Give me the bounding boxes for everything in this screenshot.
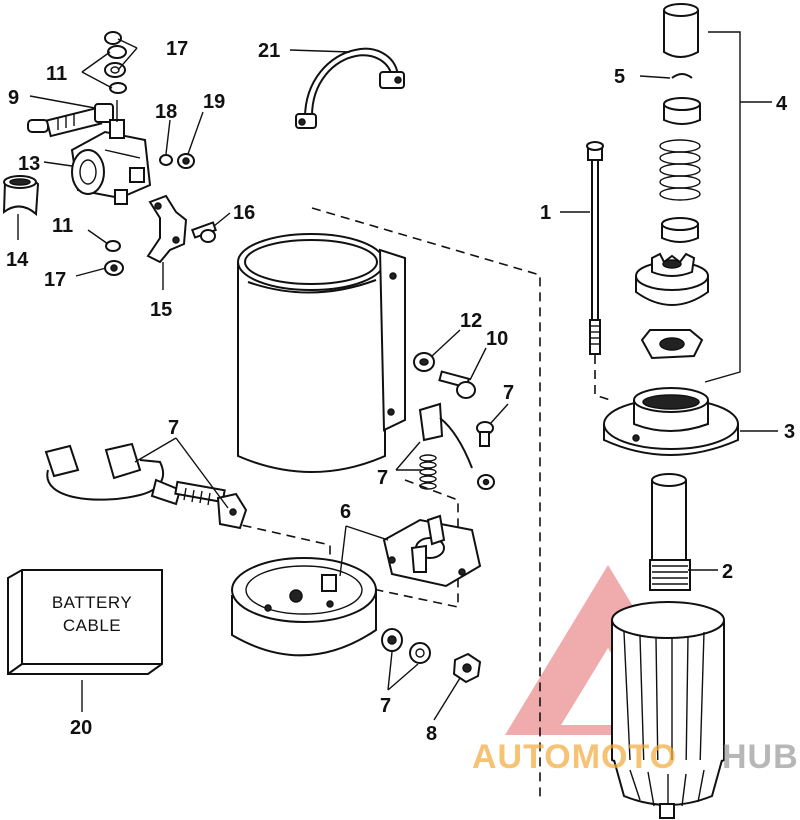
label-21: 21 (258, 40, 280, 62)
watermark-text-gray: HUB (722, 738, 799, 776)
label-17-top: 17 (166, 38, 188, 60)
label-7-washers: 7 (380, 695, 391, 717)
nut-stack (104, 31, 127, 94)
label-7-screw: 7 (503, 382, 514, 404)
label-12: 12 (460, 310, 482, 332)
label-15: 15 (150, 299, 172, 321)
pinion-gear (635, 252, 709, 306)
terminal-bolt (27, 103, 114, 138)
washer-12 (413, 352, 435, 372)
retaining-ring (671, 73, 693, 79)
drive-sleeve (663, 97, 701, 125)
label-11-top: 11 (46, 63, 67, 85)
drive-nut (640, 329, 704, 360)
through-bolt (586, 141, 604, 355)
small-nut-18 (159, 154, 173, 166)
battery-cable-box: BATTERY CABLE (7, 569, 163, 675)
assembly-dashed-line (311, 207, 541, 800)
label-2: 2 (722, 561, 733, 583)
nut-11-lower (105, 240, 121, 252)
battery-cable-line2: CABLE (63, 616, 121, 635)
label-4: 4 (776, 93, 788, 115)
mounting-bracket (146, 194, 188, 264)
label-1: 1 (540, 202, 551, 224)
terminal-screw-7 (476, 421, 494, 447)
bolt-dashed-line (594, 355, 611, 401)
label-13: 13 (18, 153, 40, 175)
cable-lead (295, 47, 405, 129)
part-number-labels: 17 11 9 13 14 18 19 16 11 17 15 21 5 4 1… (6, 38, 795, 745)
bracket-screw (191, 221, 217, 243)
washer-set-7 (381, 628, 431, 664)
label-19: 19 (203, 91, 225, 113)
label-6: 6 (340, 501, 351, 523)
drive-spring (659, 139, 701, 201)
leader-lines (17, 31, 778, 721)
bushing-ring (2, 175, 40, 217)
armature (611, 473, 725, 819)
battery-cable-line1: BATTERY (52, 593, 132, 612)
label-17-lower: 17 (44, 269, 66, 291)
watermark-text-orange: AUTOMOTO (472, 738, 677, 776)
label-11-lower: 11 (52, 215, 73, 237)
label-7-brush: 7 (168, 417, 179, 439)
brush-lead (418, 402, 495, 490)
nut-8 (452, 652, 482, 684)
label-7-spring: 7 (377, 467, 388, 489)
label-10: 10 (486, 328, 508, 350)
spring-cup (661, 217, 699, 243)
screw-10 (438, 370, 476, 399)
label-8: 8 (426, 723, 437, 745)
label-14: 14 (6, 249, 29, 271)
brush-spring (419, 454, 437, 490)
label-3: 3 (784, 421, 795, 443)
brush-plate (382, 514, 482, 588)
watermark-text: AUTOMOTO HUB (472, 738, 799, 776)
brush-assembly-left (44, 442, 248, 530)
label-9: 9 (8, 87, 19, 109)
label-18: 18 (155, 101, 177, 123)
drive-end-frame (603, 387, 739, 456)
label-20: 20 (70, 717, 92, 739)
drive-cap (663, 3, 699, 58)
end-cap (231, 557, 377, 657)
label-5: 5 (614, 66, 625, 88)
label-16: 16 (233, 202, 255, 224)
solenoid (70, 100, 152, 205)
motor-housing (237, 233, 406, 473)
